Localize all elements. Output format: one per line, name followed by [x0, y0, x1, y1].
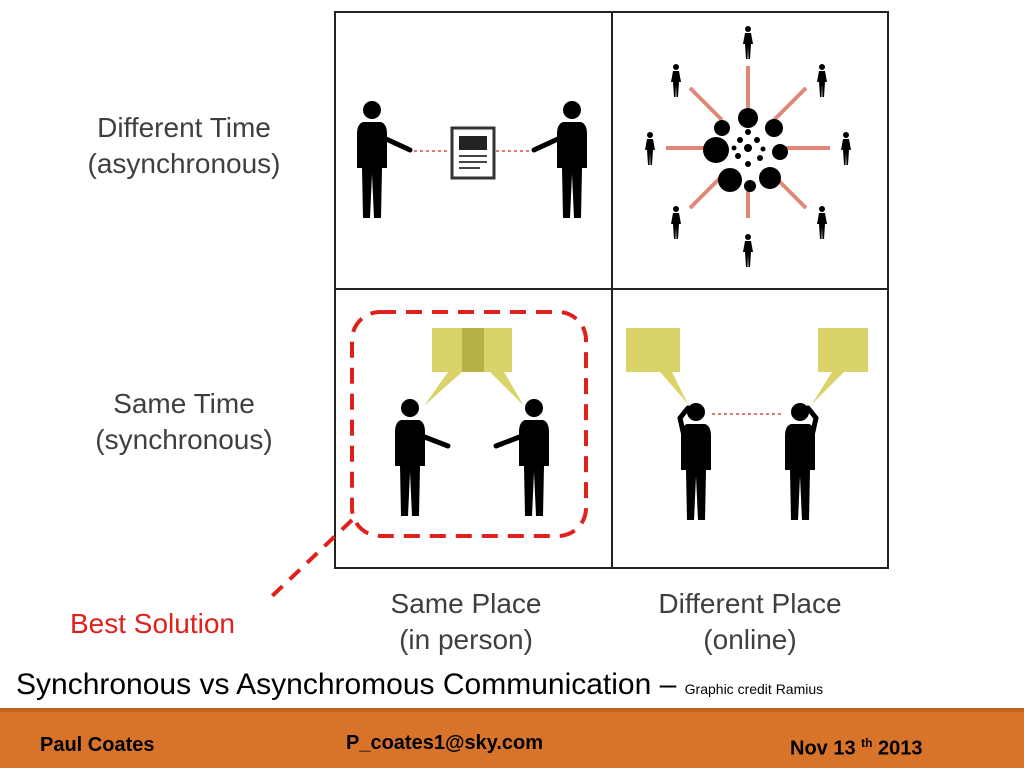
mini-person-figure — [841, 132, 851, 165]
speech-bubble-tail — [660, 372, 688, 404]
footer-divider — [0, 708, 1024, 712]
col-label-line2: (online) — [703, 624, 797, 655]
quadrant-online-sync — [626, 328, 868, 520]
quadrant-in-person-sync — [395, 328, 549, 516]
mini-person-figure — [671, 206, 681, 239]
mini-person-figure — [817, 64, 827, 97]
row-label-different-time: Different Time (asynchronous) — [54, 110, 314, 182]
mini-person-figure — [671, 64, 681, 97]
quadrant-in-person-async — [357, 101, 587, 218]
footer-author: Paul Coates — [40, 734, 155, 756]
phone-arm — [805, 405, 819, 439]
content-cluster-icon — [703, 108, 788, 192]
row-label-line2: (asynchronous) — [87, 148, 281, 179]
row-label-line2: (synchronous) — [95, 424, 273, 455]
col-label-line1: Same Place — [390, 588, 542, 619]
speech-bubble-tail — [490, 372, 524, 406]
person-figure — [681, 403, 711, 520]
mini-person-figure — [743, 234, 753, 267]
col-label-line2: (in person) — [399, 624, 533, 655]
footer-date-suffix-ordinal: th — [861, 736, 873, 750]
col-label-line1: Different Place — [658, 588, 842, 619]
person-figure — [785, 403, 815, 520]
row-label-line1: Same Time — [113, 388, 255, 419]
best-solution-highlight — [350, 310, 588, 538]
col-label-same-place: Same Place (in person) — [326, 586, 606, 658]
document-icon — [450, 126, 496, 180]
phone-arm — [677, 405, 691, 439]
best-solution-label: Best Solution — [70, 608, 235, 639]
person-figure — [395, 399, 425, 516]
caption-credit: Graphic credit Ramius — [684, 681, 824, 697]
slide-caption: Synchronous vs Asynchromous Communicatio… — [16, 668, 823, 702]
speech-bubble-tail — [424, 372, 462, 406]
speech-bubble — [818, 328, 868, 372]
footer-email: P_coates1@sky.com — [346, 732, 544, 754]
footer-bar: Paul Coates P_coates1@sky.com Nov 13 th … — [0, 712, 1024, 768]
quadrant-online-async — [645, 26, 851, 267]
footer-date-year: 2013 — [872, 737, 923, 760]
person-figure — [357, 101, 387, 218]
person-arm — [381, 135, 413, 153]
footer-date-prefix: Nov 13 — [790, 737, 862, 760]
col-label-different-place: Different Place (online) — [610, 586, 890, 658]
person-arm — [419, 433, 451, 449]
speech-bubble-overlap — [462, 328, 484, 372]
person-figure — [557, 101, 587, 218]
mini-person-figure — [645, 132, 655, 165]
row-label-same-time: Same Time (synchronous) — [54, 386, 314, 458]
mini-person-figure — [817, 206, 827, 239]
footer-date: Nov 13 th 2013 — [790, 736, 923, 761]
row-label-line1: Different Time — [97, 112, 271, 143]
person-figure — [519, 399, 549, 516]
best-solution-pointer — [266, 518, 354, 602]
person-arm — [493, 433, 525, 449]
person-arm — [531, 135, 563, 153]
speech-bubble-tail — [812, 372, 844, 404]
communication-matrix-diagram — [266, 11, 889, 602]
mini-person-figure — [743, 26, 753, 59]
caption-main: Synchronous vs Asynchromous Communicatio… — [16, 668, 685, 701]
speech-bubble — [626, 328, 680, 372]
broadcast-rays — [666, 66, 830, 218]
